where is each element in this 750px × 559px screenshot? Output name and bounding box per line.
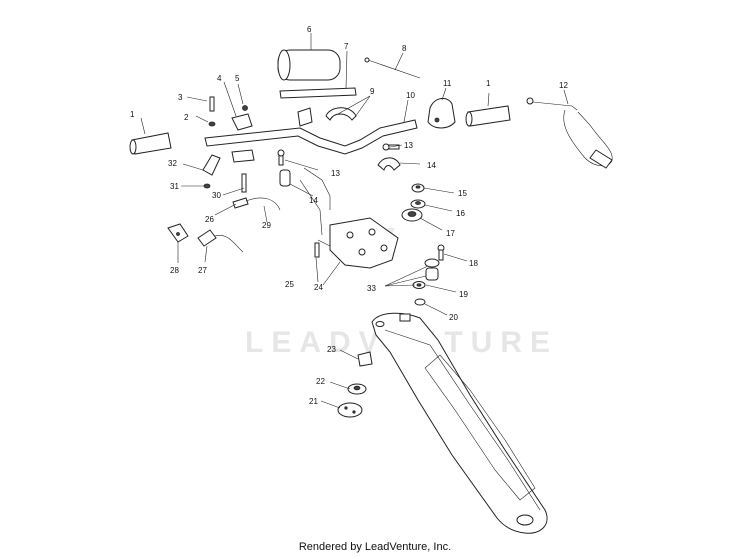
callout: 18	[469, 259, 478, 268]
callout: 26	[205, 215, 214, 224]
callout: 19	[459, 290, 468, 299]
callout: 25	[285, 280, 294, 289]
callout: 27	[198, 266, 207, 275]
cable-tie-8	[364, 57, 421, 79]
left-switch-parts	[208, 96, 253, 131]
callout: 2	[184, 113, 189, 122]
throttle-cable-29	[232, 197, 281, 211]
lanyard-12	[526, 97, 613, 169]
callout: 3	[178, 93, 183, 102]
washer-16	[410, 199, 426, 209]
screw-25	[314, 242, 320, 258]
callout: 9	[370, 87, 375, 96]
callout: 8	[402, 44, 407, 53]
callout: 14	[427, 161, 436, 170]
nut-20	[414, 298, 426, 306]
callout: 32	[168, 159, 177, 168]
rod-7	[279, 87, 357, 99]
callout: 14	[309, 196, 318, 205]
callout: 28	[170, 266, 179, 275]
right-grip	[465, 105, 511, 127]
left-lever-parts	[202, 149, 255, 193]
spacer-14	[279, 169, 291, 187]
callout: 17	[446, 229, 455, 238]
footer-credit: Rendered by LeadVenture, Inc.	[298, 541, 452, 553]
callout: 13	[331, 169, 340, 178]
callout: 16	[456, 209, 465, 218]
callout: 11	[443, 79, 452, 88]
bolt-13	[277, 149, 285, 166]
callout: 4	[217, 74, 222, 83]
callout: 15	[458, 189, 467, 198]
mount-plate-24	[317, 217, 399, 269]
bushing-17	[401, 208, 423, 222]
nut-15	[411, 183, 425, 193]
callout: 21	[309, 397, 318, 406]
callout: 24	[314, 283, 323, 292]
bolt-13b	[382, 143, 400, 151]
callout: 6	[307, 25, 312, 34]
left-grip	[129, 132, 172, 155]
callout: 1	[486, 79, 491, 88]
bushing-33b	[425, 267, 439, 281]
callout: 20	[449, 313, 458, 322]
callout: 29	[262, 221, 271, 230]
fitting-23	[357, 351, 373, 367]
callout: 12	[559, 81, 568, 90]
bracket-14b	[377, 157, 401, 171]
right-housing-11	[427, 98, 456, 129]
callout: 30	[212, 191, 221, 200]
switch-27	[197, 229, 244, 253]
plate-21	[337, 402, 363, 418]
callout: 1	[130, 110, 135, 119]
callout: 22	[316, 377, 325, 386]
fender	[371, 312, 548, 534]
leader-lines	[140, 33, 569, 409]
tube-6	[277, 49, 341, 81]
handlebar	[204, 119, 418, 155]
callout-labels: 1 1 2 3 4 5 6 7 8 9 10 11 12 13 13 14 14…	[130, 25, 568, 406]
switch-28	[167, 223, 189, 243]
callout: 31	[170, 182, 179, 191]
callout: 7	[344, 42, 349, 51]
callout: 23	[327, 345, 336, 354]
grommet-22	[347, 383, 367, 395]
screw-18	[437, 244, 445, 261]
bushing-33a	[424, 258, 440, 268]
callout: 5	[235, 74, 240, 83]
callout: 10	[406, 91, 415, 100]
callout: 33	[367, 284, 376, 293]
callout: 13	[404, 141, 413, 150]
clamp-9	[297, 107, 357, 127]
